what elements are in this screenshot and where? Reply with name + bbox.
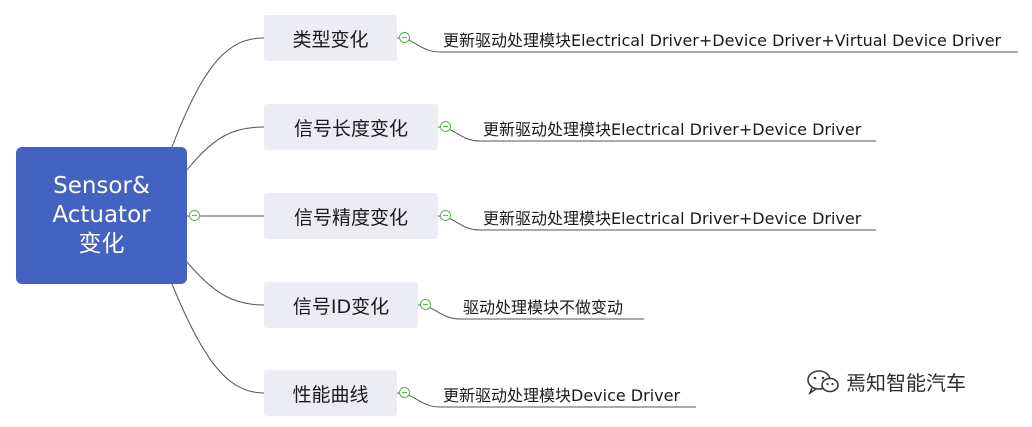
connector-line bbox=[171, 37, 265, 148]
branch-node-signal-id[interactable]: 信号ID变化 bbox=[264, 282, 418, 328]
root-node[interactable]: Sensor& Actuator 变化 bbox=[16, 147, 187, 284]
connector-line bbox=[171, 283, 265, 394]
wechat-icon bbox=[807, 369, 839, 395]
branch-node-performance-curve[interactable]: 性能曲线 bbox=[264, 370, 397, 416]
branch-label: 信号长度变化 bbox=[293, 117, 408, 140]
collapse-icon[interactable] bbox=[399, 32, 410, 43]
collapse-icon[interactable] bbox=[440, 210, 451, 221]
leaf-detail[interactable]: 更新驱动处理模块Electrical Driver+Device Driver bbox=[483, 120, 862, 139]
branch-label: 类型变化 bbox=[292, 28, 369, 51]
branch-label: 信号ID变化 bbox=[292, 295, 390, 318]
branch-label: 信号精度变化 bbox=[293, 206, 408, 229]
leaf-detail[interactable]: 更新驱动处理模块Electrical Driver+Device Driver bbox=[483, 209, 862, 228]
watermark: 焉知智能汽车 bbox=[806, 367, 966, 396]
branch-label: 性能曲线 bbox=[292, 383, 369, 406]
connector-line bbox=[186, 126, 265, 171]
branch-node-type[interactable]: 类型变化 bbox=[264, 15, 397, 61]
watermark-text: 焉知智能汽车 bbox=[846, 371, 966, 395]
root-label: Sensor& Actuator 变化 bbox=[52, 173, 151, 257]
leaf-detail[interactable]: 更新驱动处理模块Device Driver bbox=[443, 386, 681, 405]
collapse-icon[interactable] bbox=[440, 121, 451, 132]
connector-line bbox=[186, 261, 265, 306]
collapse-icon[interactable] bbox=[420, 299, 431, 310]
collapse-icon[interactable] bbox=[189, 210, 200, 221]
branch-node-signal-precision[interactable]: 信号精度变化 bbox=[264, 193, 438, 239]
branch-node-signal-length[interactable]: 信号长度变化 bbox=[264, 104, 438, 150]
collapse-icon[interactable] bbox=[399, 387, 410, 398]
leaf-detail[interactable]: 驱动处理模块不做变动 bbox=[463, 298, 624, 317]
leaf-detail[interactable]: 更新驱动处理模块Electrical Driver+Device Driver+… bbox=[443, 31, 1002, 50]
